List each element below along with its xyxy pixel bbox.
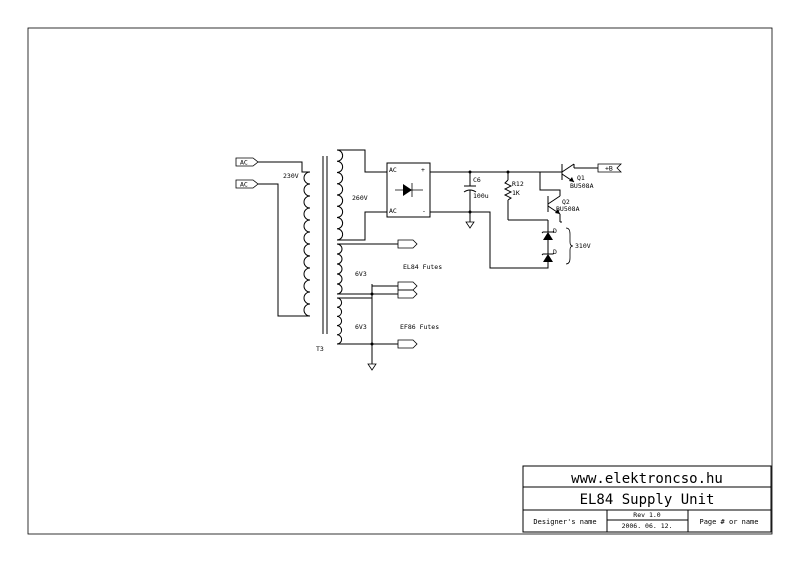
heater-winding-2 [336,297,343,345]
title-name: EL84 Supply Unit [580,492,715,508]
primary-wire-top [258,161,310,173]
capacitor-value: 100u [473,192,489,200]
port-ac-top-label: AC [240,159,248,167]
hv-secondary-winding [336,149,344,241]
resistor-ref: R12 [512,180,524,188]
zener-total-voltage: 310V [575,242,591,250]
bridge-ac-bottom-label: AC [389,207,397,215]
zener-brace [565,227,574,265]
bridge-minus-label: - [422,207,426,215]
ground-heater-icon [367,363,377,371]
collector-common-wire [539,172,561,196]
zener2-label: D [553,248,557,256]
port-ac-top: AC [235,157,259,167]
q1-ref: Q1 [577,174,585,182]
title-block [522,465,772,533]
junction-heater-common [370,342,374,346]
transistor-q1 [561,163,575,183]
q1-part: BU508A [570,182,594,190]
bridge-plus-label: + [421,166,425,174]
heater-winding-1 [336,243,343,295]
sheet-border [27,27,773,535]
hv-secondary-voltage: 260V [352,194,368,202]
bridge-diode-icon [395,183,423,197]
junction-heater-mid [370,292,374,296]
q2-ref: Q2 [562,198,570,206]
primary-wire-bottom [258,183,310,317]
heater1-voltage: 6V3 [355,270,367,278]
junction-cap-top [468,170,472,174]
zener1-label: D [553,227,557,235]
title-designer: Designer's name [533,518,596,526]
title-date: 2006. 06. 12. [622,522,673,530]
primary-winding [303,171,311,317]
transformer-ref: T3 [316,345,324,353]
capacitor-ref: C6 [473,176,481,184]
heater2-wire-top [337,293,398,299]
junction-r12-top [506,170,510,174]
port-plus-b: +B [597,163,622,173]
port-heater2-top [397,289,418,299]
heater2-label: EF86 Futes [400,323,439,331]
capacitor-c6 [463,172,477,222]
hv-wire-top [337,149,387,173]
port-ac-bottom-label: AC [240,181,248,189]
resistor-r12 [503,172,513,220]
port-heater2-bottom [397,339,418,349]
ground-cap-icon [465,221,475,229]
zener-diode-2 [541,252,555,268]
port-plus-b-label: +B [605,165,613,173]
heater2-voltage: 6V3 [355,323,367,331]
primary-voltage-label: 230V [283,172,299,180]
port-heater1-bottom [397,281,418,291]
port-heater1-top [397,239,418,249]
title-website: www.elektroncso.hu [571,471,723,487]
heater1-label: EL84 Futes [403,263,442,271]
zener-diode-1 [541,228,555,254]
bridge-ac-top-label: AC [389,166,397,174]
resistor-value: 1K [512,189,520,197]
title-page: Page # or name [699,518,758,526]
title-rev: Rev 1.0 [633,511,660,519]
port-ac-bottom: AC [235,179,259,189]
q2-part: BU508A [556,205,580,213]
bridge-rectifier [386,162,431,218]
hv-wire-bottom [337,211,387,241]
